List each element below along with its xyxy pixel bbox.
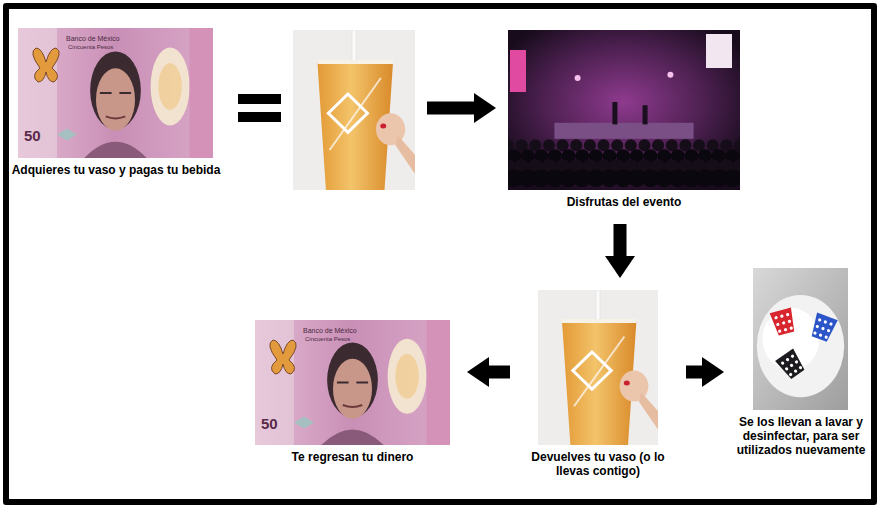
step-node: Se los llevan a lavar y desinfectar, par…	[736, 268, 866, 460]
banknote-illustration	[18, 28, 213, 158]
step-caption: Disfrutas del evento	[508, 196, 740, 210]
step-node: Devuelves tu vaso (o lo llevas contigo)	[522, 290, 674, 481]
cup-photo	[293, 30, 415, 190]
banknote-text: 50	[24, 128, 41, 143]
step-caption: Se los llevan a lavar y desinfectar, par…	[736, 416, 866, 457]
step-caption: Te regresan tu dinero	[250, 451, 455, 465]
step-node: Adquieres tu vaso y pagas tu bebida Banco…	[6, 28, 226, 180]
step-node: Te regresan tu dinero Banco de MéxicoCinc…	[250, 320, 455, 467]
cup-photo	[538, 290, 658, 445]
step-caption: Devuelves tu vaso (o lo llevas contigo)	[522, 451, 674, 479]
banknote-text: Cincuenta Pesos	[305, 336, 350, 342]
banknote-illustration	[255, 320, 450, 445]
washing-photo	[753, 268, 848, 410]
banknote-text: Banco de México	[303, 327, 357, 334]
step-caption: Adquieres tu vaso y pagas tu bebida	[6, 164, 226, 178]
arrow-connector	[427, 93, 496, 123]
banknote-text: Banco de México	[66, 35, 120, 42]
step-node: Disfrutas del evento	[508, 30, 740, 212]
arrow-connector	[605, 224, 635, 278]
step-node	[293, 30, 415, 192]
banknote-text: 50	[261, 416, 278, 431]
arrow-connector	[467, 357, 510, 387]
concert-photo	[508, 30, 740, 190]
arrow-connector	[686, 357, 724, 387]
equals-connector	[238, 94, 281, 122]
banknote-text: Cincuenta Pesos	[68, 44, 113, 50]
